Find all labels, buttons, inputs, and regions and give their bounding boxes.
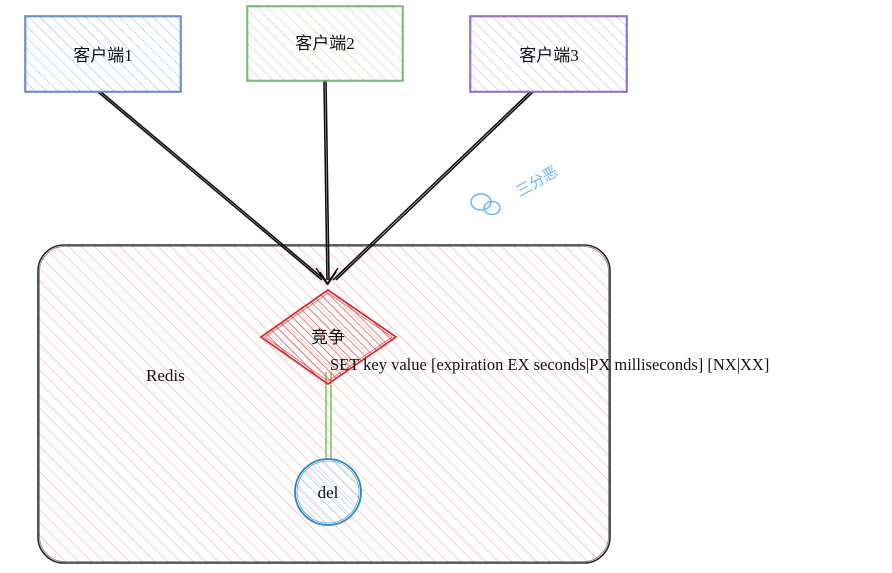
client-box-2: 客户端2: [246, 5, 404, 82]
watermark: 三分恶: [470, 162, 561, 216]
compete-diamond: 竞争: [259, 288, 398, 386]
redis-container: Redis: [37, 244, 611, 564]
redis-label: Redis: [146, 366, 185, 385]
wechat-icon: [470, 193, 501, 216]
watermark-text: 三分恶: [513, 162, 561, 200]
client-label-2: 客户端2: [295, 34, 355, 53]
compete-label: 竞争: [311, 328, 345, 347]
set-command-text: SET key value [expiration EX seconds|PX …: [330, 355, 769, 374]
client-box-3: 客户端3: [469, 15, 628, 93]
del-node: del: [294, 458, 362, 526]
client-label-1: 客户端1: [73, 46, 133, 65]
client-arrows: [97, 79, 534, 286]
client-box-1: 客户端1: [24, 15, 182, 93]
client-label-3: 客户端3: [519, 46, 579, 65]
del-label: del: [318, 483, 339, 502]
diamond-to-del-connector: [325, 372, 332, 458]
